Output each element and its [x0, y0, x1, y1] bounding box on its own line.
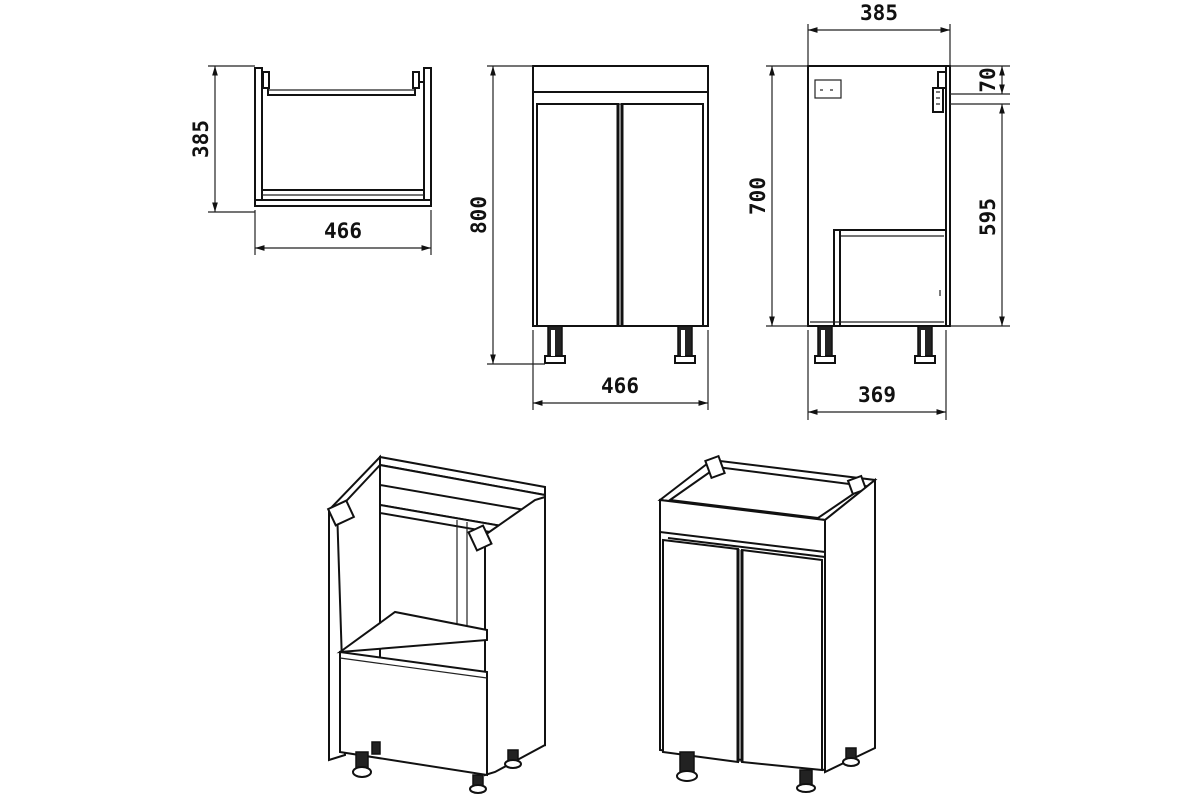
iso-open-view: [326, 454, 546, 794]
top-view-outline: [254, 67, 432, 207]
side-view: 385 70 595 700 369: [746, 1, 1010, 420]
side-label-plate: [814, 79, 842, 99]
top-view-width-label: 466: [324, 219, 362, 243]
side-view-cabinet: [807, 65, 951, 364]
iso-closed-view: [657, 454, 878, 793]
side-view-height-label: 700: [746, 177, 770, 215]
side-view-top-gap-label: 70: [976, 67, 1000, 92]
side-view-depth-top-label: 385: [860, 1, 898, 25]
front-view-cabinet: [532, 65, 709, 364]
top-view-depth-label: 385: [189, 120, 213, 158]
side-view-depth-bottom-label: 369: [858, 383, 896, 407]
side-view-inner-height-label: 595: [976, 198, 1000, 236]
front-view-height-label: 800: [467, 196, 491, 234]
front-view: 800 466: [467, 65, 709, 410]
front-view-width-label: 466: [601, 374, 639, 398]
top-view: 385 466: [189, 65, 432, 255]
